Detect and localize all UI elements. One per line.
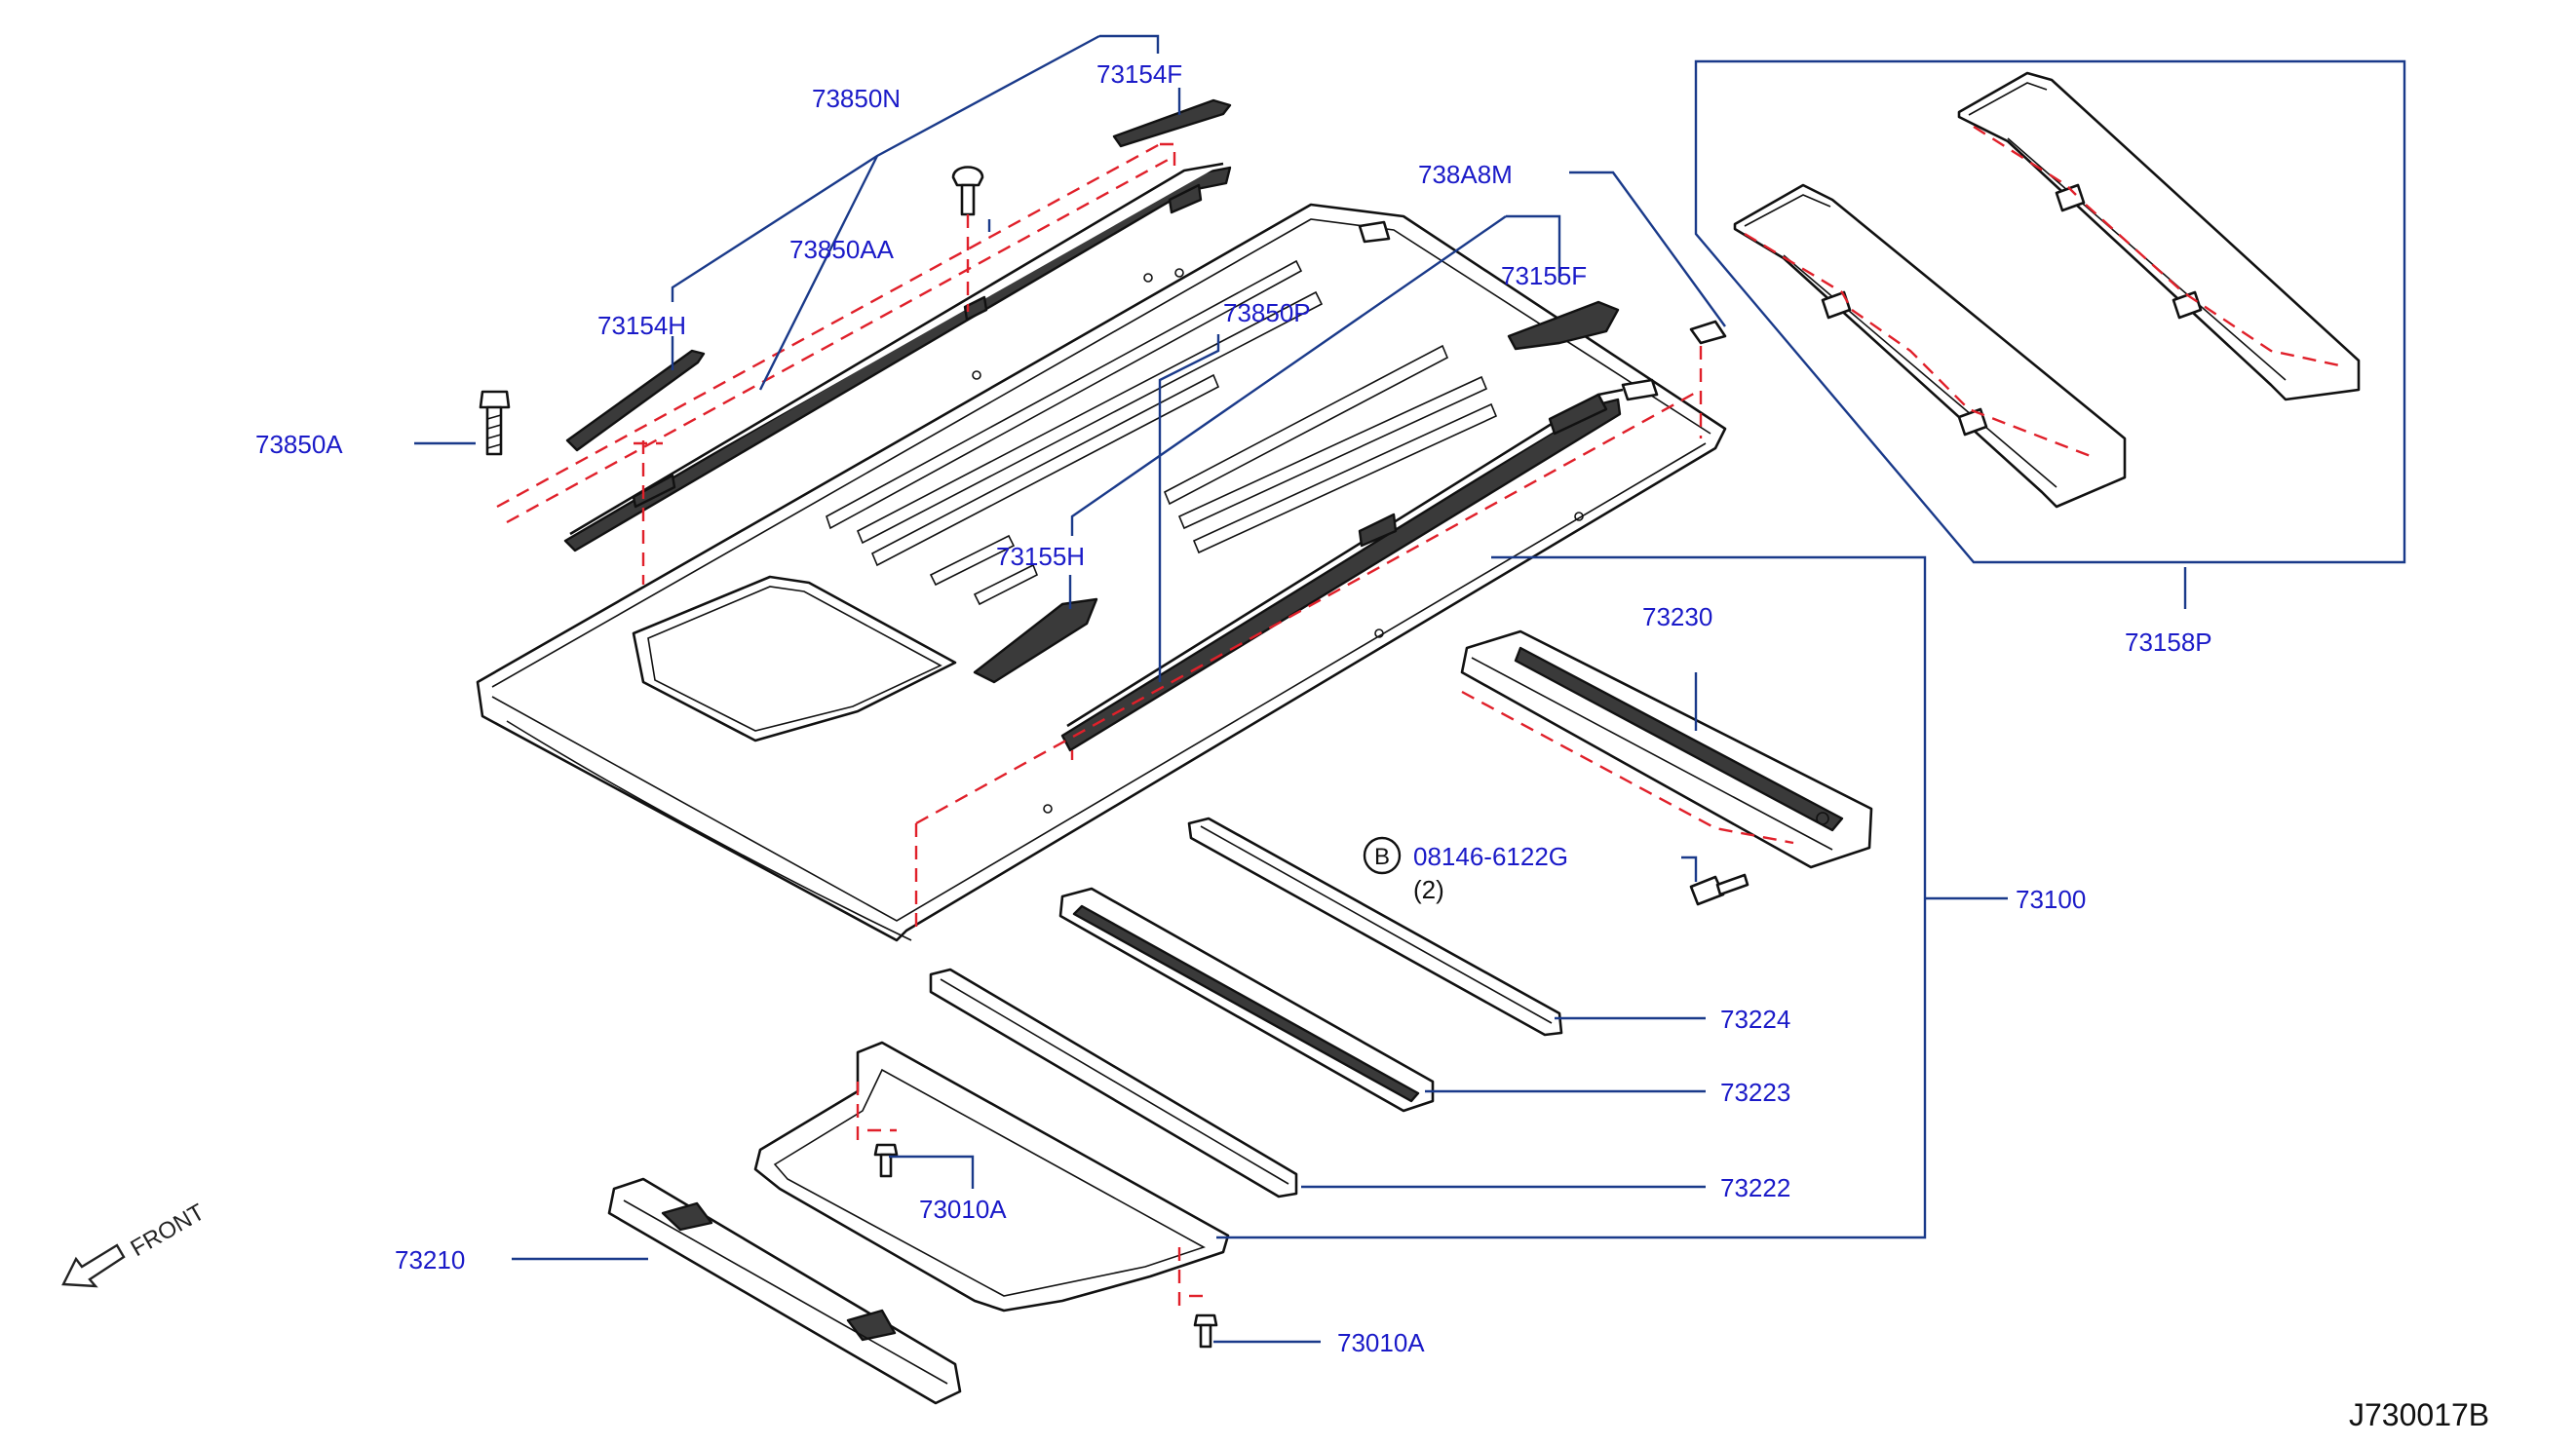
label-73224: 73224	[1720, 1005, 1790, 1034]
label-bolt-qty: (2)	[1413, 875, 1444, 904]
label-73223: 73223	[1720, 1078, 1790, 1107]
roof-rail-73850N	[563, 162, 1232, 552]
clip-738A8M	[1689, 320, 1727, 345]
bolt-73010A-lower	[1193, 1313, 1218, 1349]
bolt-code-circle: B	[1363, 836, 1402, 875]
roof-bow-73222	[929, 968, 1298, 1199]
label-73010A-lower: 73010A	[1337, 1328, 1425, 1357]
label-08146-6122G: 08146-6122G	[1413, 842, 1568, 871]
label-73100: 73100	[2016, 885, 2086, 914]
alignment-lines-73230	[1461, 690, 1794, 845]
label-738A8M: 738A8M	[1418, 160, 1513, 189]
bolt-08146-6122G	[1689, 873, 1749, 906]
end-cover-73154F	[1112, 98, 1232, 148]
label-73155F: 73155F	[1501, 261, 1587, 290]
label-73850P: 73850P	[1223, 298, 1311, 327]
crossbar-front	[1733, 183, 2127, 509]
label-73850N: 73850N	[812, 84, 901, 113]
end-cover-73155F	[1507, 300, 1620, 351]
label-73010A-upper: 73010A	[919, 1195, 1007, 1224]
arrow-left-down-icon	[61, 1243, 126, 1288]
label-73230: 73230	[1642, 602, 1712, 631]
roof-panel	[476, 203, 1727, 942]
bolt-code-circle-letter: B	[1374, 844, 1390, 870]
label-73210: 73210	[395, 1245, 465, 1275]
bolt-73010A-upper	[873, 1143, 899, 1178]
label-73155H: 73155H	[996, 542, 1085, 571]
roof-rail-73850P	[1060, 388, 1624, 752]
bolt-73850A	[479, 390, 511, 456]
front-header-73210	[607, 1177, 962, 1405]
roof-bow-73223	[1058, 887, 1435, 1113]
label-73154H: 73154H	[597, 311, 686, 340]
end-cover-73154H	[565, 349, 706, 452]
end-cover-73155H	[973, 597, 1098, 684]
drawing-code: J730017B	[2349, 1397, 2489, 1432]
label-73222: 73222	[1720, 1173, 1790, 1202]
front-label: FRONT	[127, 1199, 210, 1262]
label-73154F: 73154F	[1096, 59, 1182, 89]
alignment-lines-roof	[496, 142, 1703, 931]
label-73850AA: 73850AA	[789, 235, 895, 264]
clip-73850AA	[951, 166, 984, 216]
label-73158P: 73158P	[2125, 628, 2212, 657]
leader-lines	[414, 34, 2187, 1344]
inset-box-73158P	[1694, 59, 2406, 564]
label-73850A: 73850A	[255, 430, 343, 459]
sunroof-frame	[753, 1041, 1230, 1313]
cross-member-73230	[1460, 629, 1873, 869]
roof-bow-73224	[1187, 817, 1563, 1037]
